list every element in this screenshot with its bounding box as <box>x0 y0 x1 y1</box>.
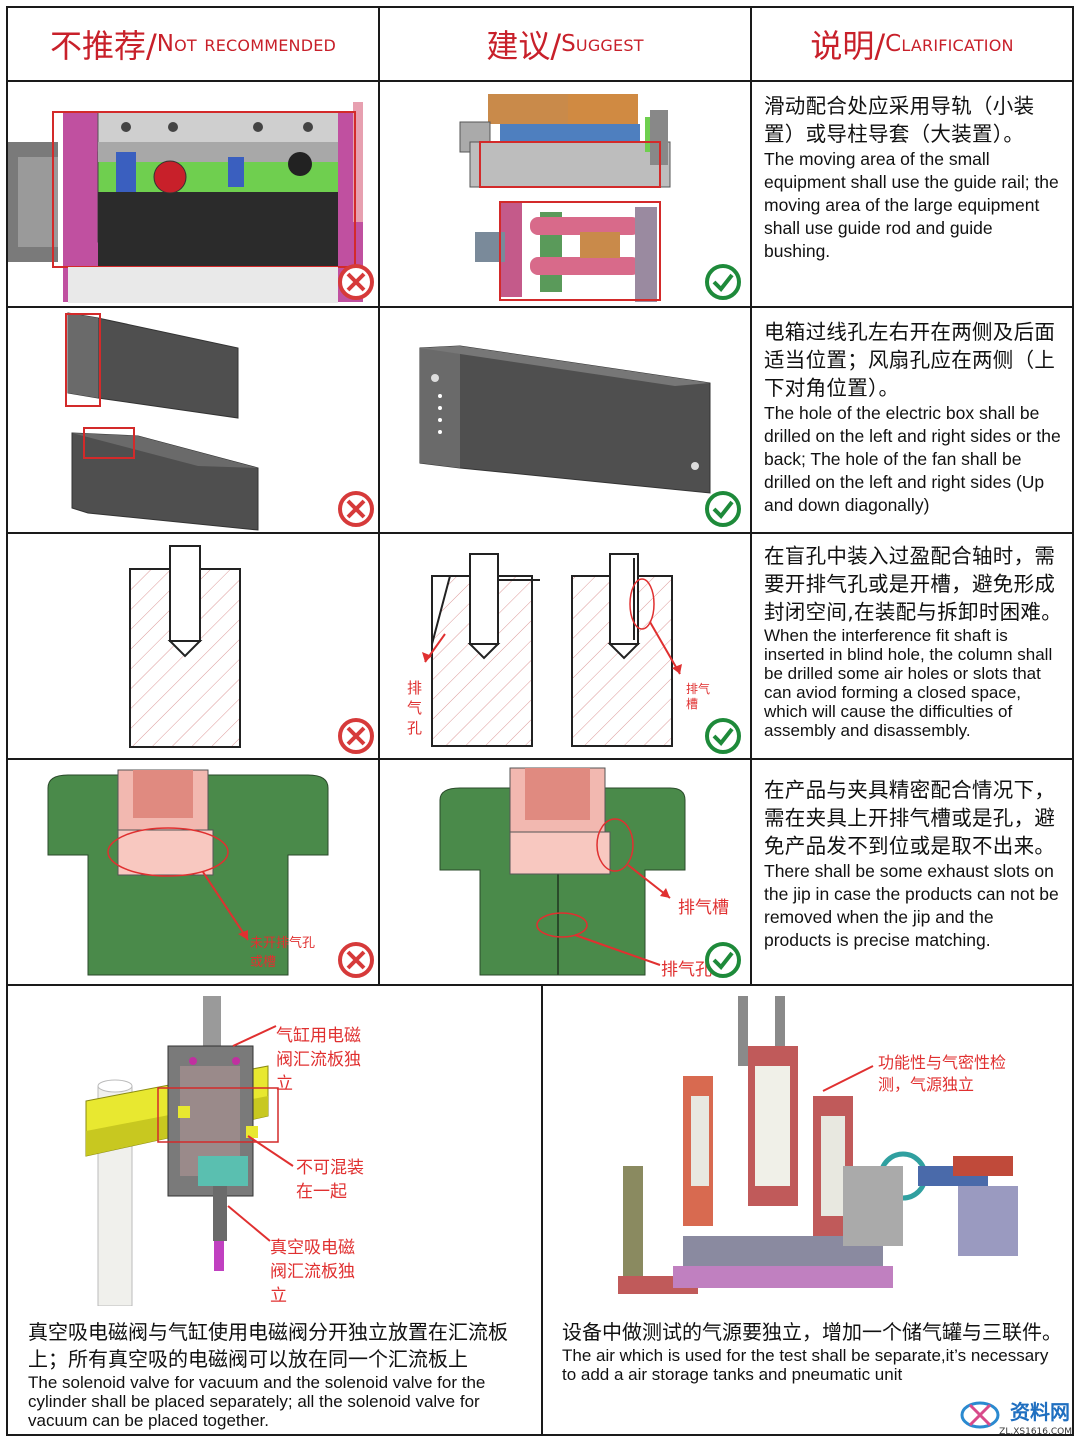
row1-suggest-image <box>380 82 752 308</box>
check-icon <box>705 264 741 300</box>
label-separate-air-2: 测，气源独立 <box>878 1075 975 1094</box>
test-station-drawing <box>618 996 1018 1294</box>
label-cylinder-manifold-2: 阀汇流板独 <box>276 1050 361 1070</box>
label-no-mixing-1: 不可混装 <box>296 1158 364 1178</box>
blind-hole-drawing-good <box>422 553 682 747</box>
slide-assembly-drawing-bad <box>8 102 363 303</box>
bottom-left-text-en: The solenoid valve for vacuum and the so… <box>28 1373 486 1430</box>
header-suggest: 建议/Suggest <box>380 6 752 82</box>
row2-suggest-image <box>380 308 752 534</box>
header-suggest-en: Suggest <box>561 31 644 57</box>
label-air-hole-1: 排 <box>407 679 423 697</box>
label-air-slot-1: 排气 <box>686 682 711 696</box>
row3-suggest-image: 排 气 孔 排气 槽 <box>380 534 752 760</box>
watermark-text: 资料网 <box>1010 1400 1070 1424</box>
row4-clarification: 在产品与夹具精密配合情况下，需在夹具上开排气槽或是孔，避免产品发不到位或是取不出… <box>752 760 1074 986</box>
check-icon <box>705 491 741 527</box>
row2-not-recommended-image <box>6 308 380 534</box>
row2-text-zh: 电箱过线孔左右开在两侧及后面适当位置；风扇孔应在两侧（上下对角位置）。 <box>764 320 1056 400</box>
check-icon <box>705 718 741 754</box>
electric-box-drawing-bad <box>65 312 259 531</box>
watermark-url: ZL.XS1616.COM <box>999 1427 1072 1437</box>
bottom-left-caption: 真空吸电磁阀与气缸使用电磁阀分开独立放置在汇流板上；所有真空吸的电磁阀可以放在同… <box>28 1319 533 1430</box>
bottom-left-panel: 气缸用电磁 阀汇流板独 立 不可混装 在一起 真空吸电磁 阀汇流板独 立 真空吸… <box>6 986 543 1436</box>
cross-icon <box>338 942 374 978</box>
check-icon <box>705 942 741 978</box>
bottom-left-text-zh: 真空吸电磁阀与气缸使用电磁阀分开独立放置在汇流板上；所有真空吸的电磁阀可以放在同… <box>28 1320 508 1371</box>
label-cylinder-manifold-3: 立 <box>276 1074 293 1094</box>
header-not-recommended-zh: 不推荐/ <box>49 27 157 65</box>
row3-text-zh: 在盲孔中装入过盈配合轴时，需要开排气孔或是开槽，避免形成封闭空间,在装配与拆卸时… <box>764 544 1063 624</box>
header-clarification: 说明/Clarification <box>752 6 1074 82</box>
row1-not-recommended-image <box>6 82 380 308</box>
label-exhaust-hole: 排气孔 <box>661 960 712 980</box>
label-separate-air: 功能性与气密性检 测，气源独立 <box>878 1052 1006 1096</box>
cross-icon <box>338 264 374 300</box>
electric-box-drawing-good <box>419 345 711 494</box>
row3-clarification: 在盲孔中装入过盈配合轴时，需要开排气孔或是开槽，避免形成封闭空间,在装配与拆卸时… <box>752 534 1074 760</box>
bottom-right-panel: 功能性与气密性检 测，气源独立 设备中做测试的气源要独立，增加一个储气罐与三联件… <box>543 986 1074 1436</box>
fixture-drawing-bad <box>47 769 329 976</box>
label-cylinder-manifold-1: 气缸用电磁 <box>276 1026 361 1046</box>
row4-text-zh: 在产品与夹具精密配合情况下，需在夹具上开排气槽或是孔，避免产品发不到位或是取不出… <box>764 778 1056 858</box>
label-no-exhaust-2: 或槽 <box>250 955 277 970</box>
label-cylinder-manifold: 气缸用电磁 阀汇流板独 立 <box>276 1024 361 1096</box>
label-no-exhaust: 未开排气孔 或槽 <box>250 934 315 972</box>
label-air-hole: 排 气 孔 <box>407 678 422 738</box>
watermark-logo <box>960 1395 1072 1435</box>
watermark-icon <box>960 1401 1000 1429</box>
cross-icon <box>338 718 374 754</box>
label-air-hole-2: 气 <box>407 699 423 717</box>
cross-icon <box>338 491 374 527</box>
label-separate-air-1: 功能性与气密性检 <box>878 1053 1007 1072</box>
label-no-exhaust-1: 未开排气孔 <box>250 936 316 951</box>
row2-clarification: 电箱过线孔左右开在两侧及后面适当位置；风扇孔应在两侧（上下对角位置）。 The … <box>752 308 1074 534</box>
row2-text-en: The hole of the electric box shall be dr… <box>764 403 1061 515</box>
row4-text-en: There shall be some exhaust slots on the… <box>764 861 1059 950</box>
label-no-mixing: 不可混装 在一起 <box>296 1156 364 1204</box>
label-no-mixing-2: 在一起 <box>296 1182 347 1202</box>
label-vacuum-manifold: 真空吸电磁 阀汇流板独 立 <box>270 1236 355 1308</box>
label-vacuum-manifold-1: 真空吸电磁 <box>270 1238 355 1258</box>
row4-suggest-image: 排气槽 排气孔 <box>380 760 752 986</box>
row3-not-recommended-image <box>6 534 380 760</box>
header-suggest-zh: 建议/ <box>486 27 562 65</box>
label-vacuum-manifold-3: 立 <box>270 1286 287 1306</box>
label-air-hole-3: 孔 <box>407 719 423 737</box>
blind-hole-drawing-bad <box>129 545 241 748</box>
fixture-drawing-good <box>439 767 686 976</box>
label-vacuum-manifold-2: 阀汇流板独 <box>270 1262 355 1282</box>
row3-text-en: When the interference fit shaft is inser… <box>764 626 1053 740</box>
bottom-right-text-en: The air which is used for the test shall… <box>562 1346 1049 1384</box>
solenoid-manifold-drawing <box>85 996 294 1307</box>
header-clarification-zh: 说明/ <box>810 27 886 65</box>
header-clarification-en: Clarification <box>885 31 1014 57</box>
label-air-slot-2: 槽 <box>686 697 699 711</box>
row1-text-en: The moving area of the small equipment s… <box>764 149 1059 261</box>
label-exhaust-slot: 排气槽 <box>678 898 729 918</box>
row1-clarification: 滑动配合处应采用导轨（小装置）或导柱导套（大装置）。 The moving ar… <box>752 82 1074 308</box>
guide-rail-drawing-good <box>459 94 671 302</box>
header-not-recommended-en: Not recommended <box>156 31 337 57</box>
bottom-right-caption: 设备中做测试的气源要独立，增加一个储气罐与三联件。 The air which … <box>562 1319 1062 1384</box>
label-air-slot: 排气 槽 <box>686 682 710 712</box>
header-not-recommended: 不推荐/Not recommended <box>6 6 380 82</box>
bottom-right-text-zh: 设备中做测试的气源要独立，增加一个储气罐与三联件。 <box>562 1320 1062 1344</box>
row1-text-zh: 滑动配合处应采用导轨（小装置）或导柱导套（大装置）。 <box>764 94 1035 146</box>
row4-not-recommended-image: 未开排气孔 或槽 <box>6 760 380 986</box>
